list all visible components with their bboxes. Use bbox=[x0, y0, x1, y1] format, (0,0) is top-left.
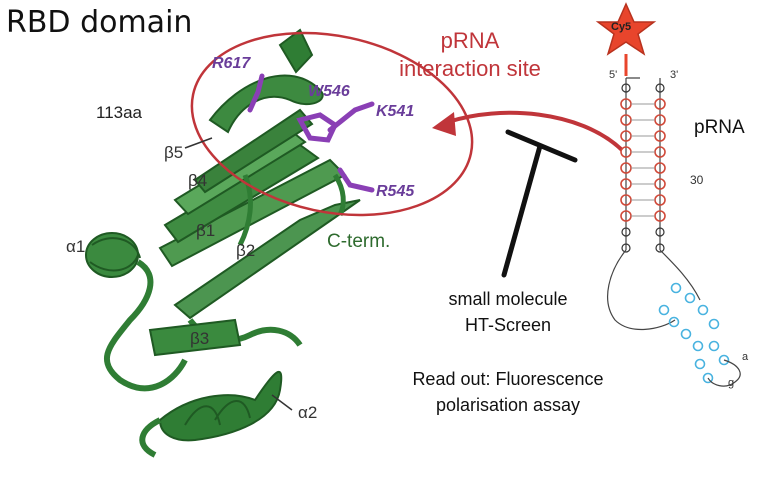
strand-label-b1: β1 bbox=[196, 221, 216, 240]
readout-label-line1: Read out: Fluorescence bbox=[412, 369, 604, 389]
prna-structure bbox=[595, 2, 741, 387]
cy5-star bbox=[595, 2, 657, 56]
residue-label-k541: K541 bbox=[376, 103, 415, 120]
residue-side-chains bbox=[247, 73, 375, 193]
five-prime-label: 5' bbox=[609, 69, 618, 81]
prna-label: pRNA bbox=[694, 117, 745, 138]
figure-title: RBD domain bbox=[6, 5, 193, 40]
three-prime-label: 3' bbox=[670, 69, 679, 81]
interaction-site-ellipse bbox=[190, 31, 474, 217]
loop-a-label: a bbox=[742, 351, 749, 363]
residue-label-r545: R545 bbox=[376, 183, 415, 200]
site-label-line2: interaction site bbox=[399, 56, 541, 81]
protein-ribbon bbox=[85, 28, 361, 458]
helix-label-a1: α1 bbox=[66, 237, 86, 256]
strand-label-b3: β3 bbox=[190, 329, 210, 348]
beta5-leader bbox=[184, 137, 213, 149]
stem-base-pairs bbox=[620, 98, 666, 222]
binding-arrow bbox=[432, 110, 624, 152]
screen-label-line1: small molecule bbox=[448, 289, 568, 309]
strand-label-b5: β5 bbox=[164, 143, 184, 162]
helix-label-a2: α2 bbox=[298, 403, 318, 422]
position-30-label: 30 bbox=[690, 173, 704, 187]
protein-length-label: 113aa bbox=[96, 103, 143, 122]
loop-g-label: g bbox=[728, 377, 735, 389]
alpha2-leader bbox=[271, 394, 293, 411]
site-label-line1: pRNA bbox=[440, 28, 500, 53]
strand-label-b2: β2 bbox=[236, 241, 256, 260]
strand-label-b4: β4 bbox=[188, 171, 208, 190]
residue-label-w546: W546 bbox=[308, 83, 350, 100]
residue-label-r617: R617 bbox=[212, 55, 251, 72]
inhibition-bar bbox=[501, 129, 578, 278]
screen-label-line2: HT-Screen bbox=[464, 315, 552, 335]
cy5-label: Cy5 bbox=[611, 21, 632, 33]
loop-base-pairs bbox=[658, 282, 730, 384]
c-term-label: C-term. bbox=[327, 231, 391, 252]
readout-label-line2: polarisation assay bbox=[435, 395, 581, 415]
